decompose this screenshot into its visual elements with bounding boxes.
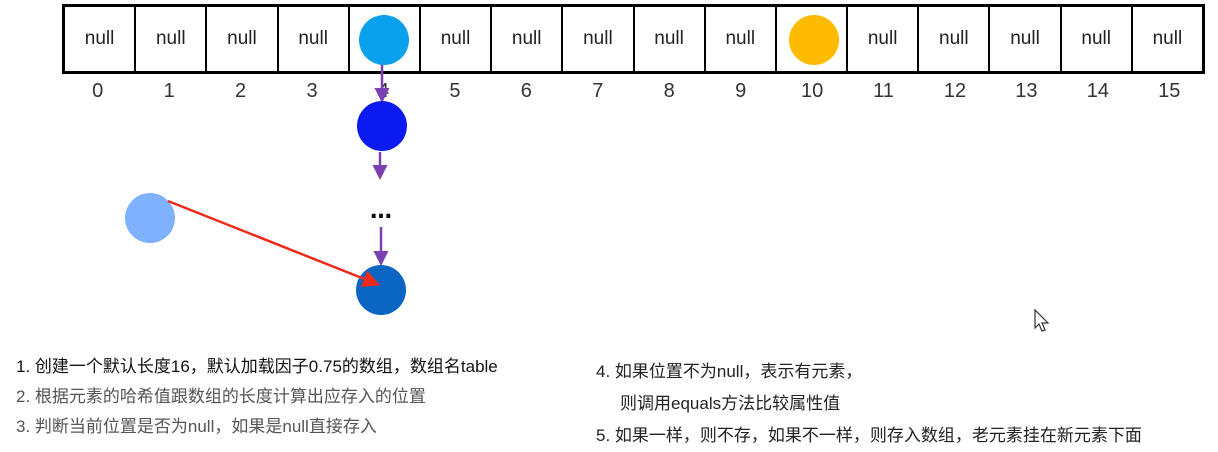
- array-cell-15: null: [1152, 28, 1183, 49]
- array-cell-12: null: [919, 7, 991, 71]
- array-cell-6: null: [492, 7, 564, 71]
- array-cell-1: null: [136, 7, 208, 71]
- array-index-9: 9: [735, 80, 747, 102]
- note-3: 3. 判断当前位置是否为null，如果是null直接存入: [16, 417, 377, 436]
- array-cell-13: null: [990, 7, 1062, 71]
- array-index-3: 3: [306, 80, 318, 102]
- array-index-15: 15: [1158, 80, 1181, 102]
- array-index-10: 10: [800, 80, 824, 102]
- array-index-0: 0: [92, 80, 104, 102]
- node-chain-1: [357, 101, 407, 151]
- array-cell-14: null: [1062, 7, 1133, 71]
- array-cell-11: null: [848, 7, 920, 71]
- node-chain-tail: [356, 265, 406, 315]
- node-new: [125, 193, 175, 243]
- node-slot-10: [789, 15, 839, 65]
- array-index-13: 13: [1015, 80, 1038, 102]
- node-slot-4: [359, 15, 409, 65]
- note-5: 5. 如果一样，则不存，如果不一样，则存入数组，老元素挂在新元素下面: [596, 426, 1142, 445]
- note-4: 4. 如果位置不为null，表示有元素，: [596, 362, 863, 381]
- array-cell-8: null: [635, 7, 706, 71]
- array-index-2: 2: [235, 80, 247, 102]
- new-element-arrow: [167, 199, 381, 287]
- note-2: 2. 根据元素的哈希值跟数组的长度计算出应存入的位置: [16, 387, 426, 406]
- array-cell-2: null: [207, 7, 279, 71]
- array-index-14: 14: [1086, 80, 1109, 102]
- array-index-11: 11: [873, 80, 894, 102]
- array-index-8: 8: [663, 80, 675, 102]
- array-index-1: 1: [163, 80, 175, 102]
- array-cell-5: null: [421, 7, 493, 71]
- array-cell-7: null: [563, 7, 635, 71]
- array-index-5: 5: [449, 80, 461, 102]
- array-cell-10: [777, 7, 849, 71]
- array-cell-3: null: [279, 7, 350, 71]
- array-cell-0: null: [65, 7, 137, 71]
- array-index-12: 12: [943, 80, 967, 102]
- chain-ellipsis: …: [370, 199, 392, 224]
- array-cell-4: [350, 7, 421, 71]
- array-index-7: 7: [592, 80, 604, 102]
- array-index-6: 6: [520, 80, 532, 102]
- notes-right: 4. 如果位置不为null，表示有元素， 则调用equals方法比较属性值 5.…: [596, 356, 1142, 452]
- note-1: 1. 创建一个默认长度16，默认加载因子0.75的数组，数组名table: [16, 357, 498, 376]
- note-4-continued: 则调用equals方法比较属性值: [620, 394, 841, 413]
- notes-left: 1. 创建一个默认长度16，默认加载因子0.75的数组，数组名table 2. …: [16, 352, 498, 442]
- cursor-icon: [1034, 308, 1050, 332]
- array-cell-9: null: [706, 7, 777, 71]
